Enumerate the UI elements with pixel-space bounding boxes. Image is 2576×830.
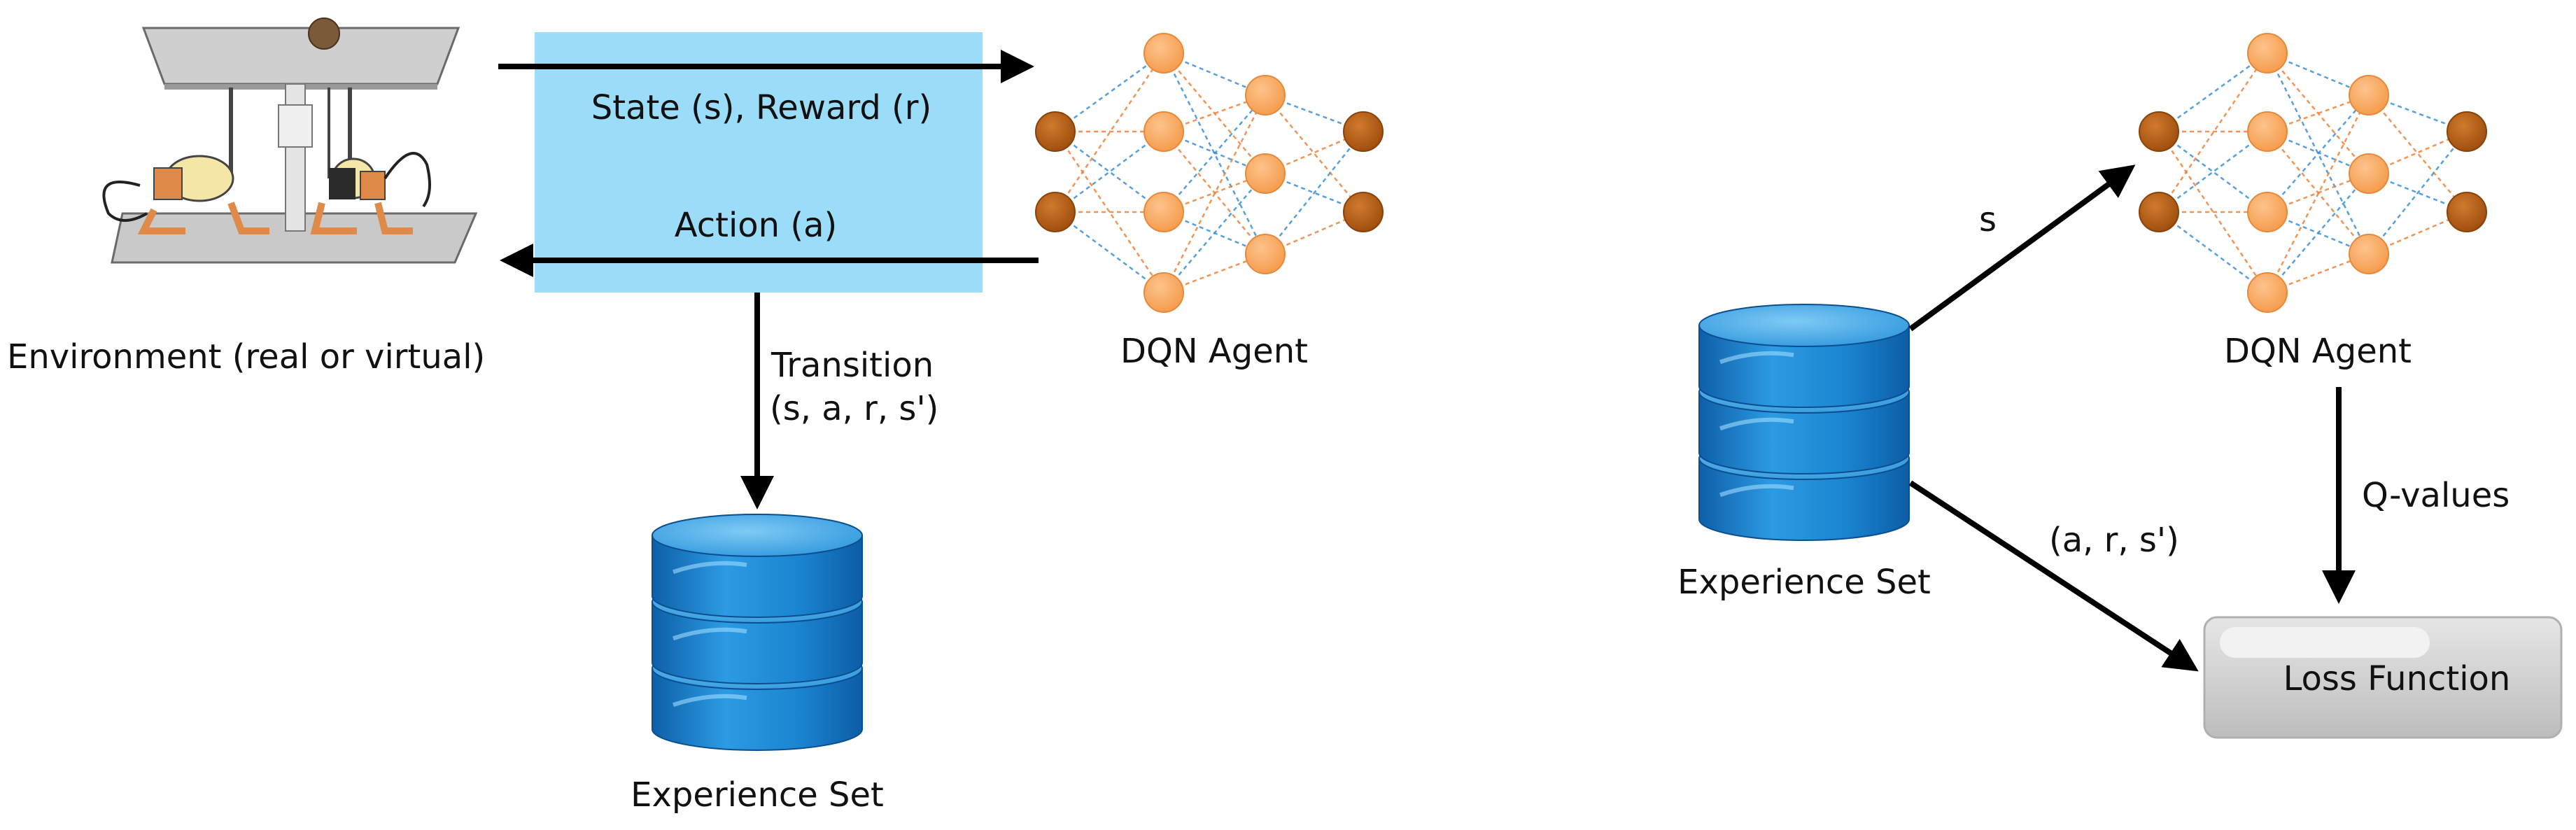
state-label: s bbox=[1979, 200, 1997, 239]
environment-label: Environment (real or virtual) bbox=[7, 337, 485, 377]
network-neuron bbox=[2247, 272, 2288, 313]
environment-illustration bbox=[102, 17, 478, 264]
tuple-label: (a, r, s') bbox=[2049, 521, 2179, 560]
network-neuron bbox=[1035, 111, 1076, 152]
network-connection bbox=[2266, 52, 2370, 255]
network-neuron bbox=[1343, 111, 1384, 152]
database-segment bbox=[652, 668, 863, 751]
database-segment bbox=[1698, 325, 1910, 408]
network-neuron bbox=[2349, 75, 2389, 115]
network-connection bbox=[2368, 131, 2468, 255]
network-neuron bbox=[2247, 33, 2288, 73]
database-highlight bbox=[1719, 484, 1794, 498]
database-highlight bbox=[1719, 417, 1794, 431]
network-neuron bbox=[1143, 111, 1184, 152]
experience-set-label-right: Experience Set bbox=[1677, 563, 1931, 602]
network-neuron bbox=[1035, 192, 1076, 232]
network-connection bbox=[1162, 52, 1267, 255]
database-segment bbox=[1698, 458, 1910, 541]
state-reward-label: State (s), Reward (r) bbox=[591, 88, 932, 127]
experience-set-label: Experience Set bbox=[631, 775, 884, 815]
state-arrow bbox=[1908, 164, 2136, 332]
database-top bbox=[652, 514, 863, 557]
loss-function-label: Loss Function bbox=[2283, 659, 2511, 698]
network-neuron bbox=[2447, 111, 2487, 152]
network-neuron bbox=[2139, 192, 2179, 232]
transition-label-line1: Transition bbox=[770, 346, 934, 385]
database-highlight bbox=[673, 561, 747, 575]
experience-set-database-icon bbox=[652, 514, 863, 751]
network-connection bbox=[2267, 94, 2370, 213]
network-connection bbox=[1054, 131, 1165, 293]
network-connection bbox=[2266, 94, 2370, 293]
network-neuron bbox=[2247, 192, 2288, 232]
network-connection bbox=[1265, 94, 1364, 213]
database-highlight bbox=[673, 694, 747, 708]
network-neuron bbox=[2447, 192, 2487, 232]
network-connection bbox=[1054, 52, 1165, 213]
experience-set-database-icon bbox=[1698, 304, 1910, 541]
network-neuron bbox=[1245, 234, 1286, 274]
tuple-arrow bbox=[1908, 480, 2199, 672]
network-connection bbox=[2158, 131, 2269, 293]
network-neuron bbox=[2247, 111, 2288, 152]
network-connection bbox=[1265, 131, 1364, 255]
dqn-agent-label: DQN Agent bbox=[1120, 332, 1308, 371]
network-connection bbox=[1163, 173, 1266, 293]
dqn-agent-label-right: DQN Agent bbox=[2224, 332, 2412, 371]
network-neuron bbox=[1143, 192, 1184, 232]
dqn-agent-network-right bbox=[2139, 33, 2487, 313]
dqn-agent-network bbox=[1035, 33, 1384, 313]
database-segment bbox=[652, 535, 863, 618]
network-neuron bbox=[2349, 153, 2389, 194]
loss-function-box bbox=[2203, 616, 2563, 739]
action-label: Action (a) bbox=[675, 206, 837, 245]
network-connection bbox=[2368, 94, 2468, 213]
network-neuron bbox=[1143, 33, 1184, 73]
transition-label-line2: (s, a, r, s') bbox=[770, 389, 938, 428]
network-connection bbox=[1163, 94, 1266, 213]
network-neuron bbox=[2349, 234, 2389, 274]
network-connection bbox=[1055, 52, 1164, 133]
network-connection bbox=[1162, 94, 1267, 293]
network-connection bbox=[2158, 52, 2268, 133]
database-top bbox=[1698, 304, 1910, 347]
interaction-box bbox=[535, 32, 983, 293]
database-segment bbox=[652, 601, 863, 684]
network-neuron bbox=[1143, 272, 1184, 313]
network-neuron bbox=[1343, 192, 1384, 232]
qvalues-label: Q-values bbox=[2362, 476, 2510, 515]
database-segment bbox=[1698, 391, 1910, 474]
network-neuron bbox=[2139, 111, 2179, 152]
database-highlight bbox=[1719, 351, 1794, 365]
network-neuron bbox=[1245, 75, 1286, 115]
database-highlight bbox=[673, 627, 747, 641]
network-neuron bbox=[1245, 153, 1286, 194]
network-connection bbox=[2267, 173, 2370, 293]
network-connection bbox=[2158, 52, 2269, 213]
